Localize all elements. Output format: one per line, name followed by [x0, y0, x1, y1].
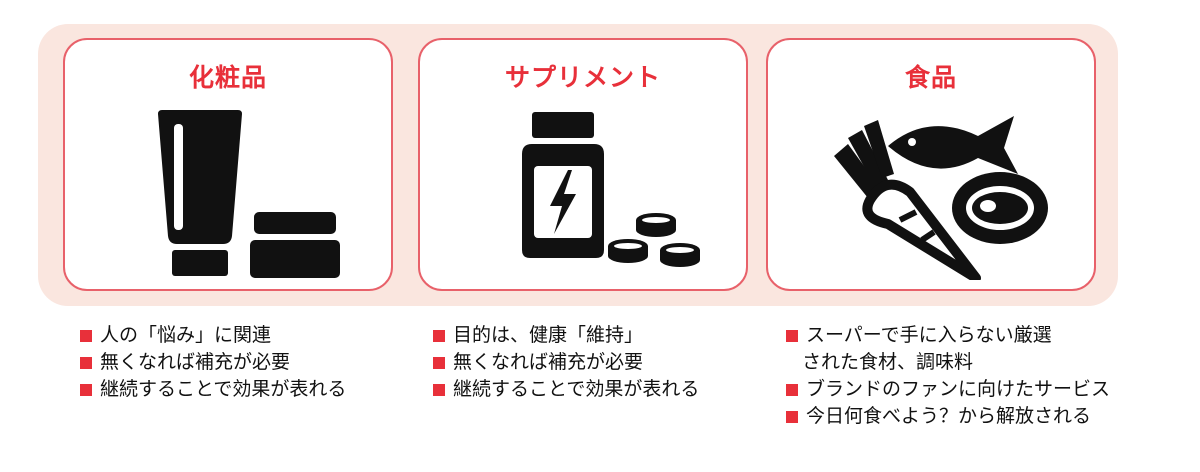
list-item: 無くなれば補充が必要: [433, 349, 699, 376]
bullet-square-icon: [80, 384, 92, 396]
list-item: 継続することで効果が表れる: [433, 376, 699, 403]
card-food: 食品: [766, 38, 1096, 291]
card-title-supplements: サプリメント: [504, 63, 661, 92]
food-bullet-list: スーパーで手に入らない厳選された食材、調味料 ブランドのファンに向けたサービス …: [786, 322, 1110, 430]
bullet-square-icon: [433, 357, 445, 369]
list-item: 人の「悩み」に関連: [80, 322, 346, 349]
card-title-food: 食品: [904, 63, 957, 92]
list-item: 無くなれば補充が必要: [80, 349, 346, 376]
card-supplements: サプリメント: [418, 38, 748, 291]
list-item: 目的は、健康「維持」: [433, 322, 699, 349]
food-fish-carrot-meat-icon: [834, 116, 1048, 280]
cosmetics-tube-jar-icon: [158, 110, 340, 278]
list-item: ブランドのファンに向けたサービス: [786, 376, 1110, 403]
bullet-square-icon: [433, 330, 445, 342]
supplements-bullet-list: 目的は、健康「維持」 無くなれば補充が必要 継続することで効果が表れる: [433, 322, 699, 403]
supplement-bottle-pills-icon: [522, 112, 700, 267]
cosmetics-bullet-list: 人の「悩み」に関連 無くなれば補充が必要 継続することで効果が表れる: [80, 322, 346, 403]
bullet-square-icon: [80, 357, 92, 369]
list-item: 継続することで効果が表れる: [80, 376, 346, 403]
list-item: スーパーで手に入らない厳選された食材、調味料: [786, 322, 1110, 376]
bullet-square-icon: [80, 330, 92, 342]
bullet-square-icon: [786, 384, 798, 396]
list-item: 今日何食べよう？から解放される: [786, 403, 1110, 430]
bullet-square-icon: [786, 411, 798, 423]
bullet-square-icon: [433, 384, 445, 396]
card-cosmetics: 化粧品: [63, 38, 393, 291]
card-title-cosmetics: 化粧品: [188, 63, 267, 92]
bullet-square-icon: [786, 330, 798, 342]
